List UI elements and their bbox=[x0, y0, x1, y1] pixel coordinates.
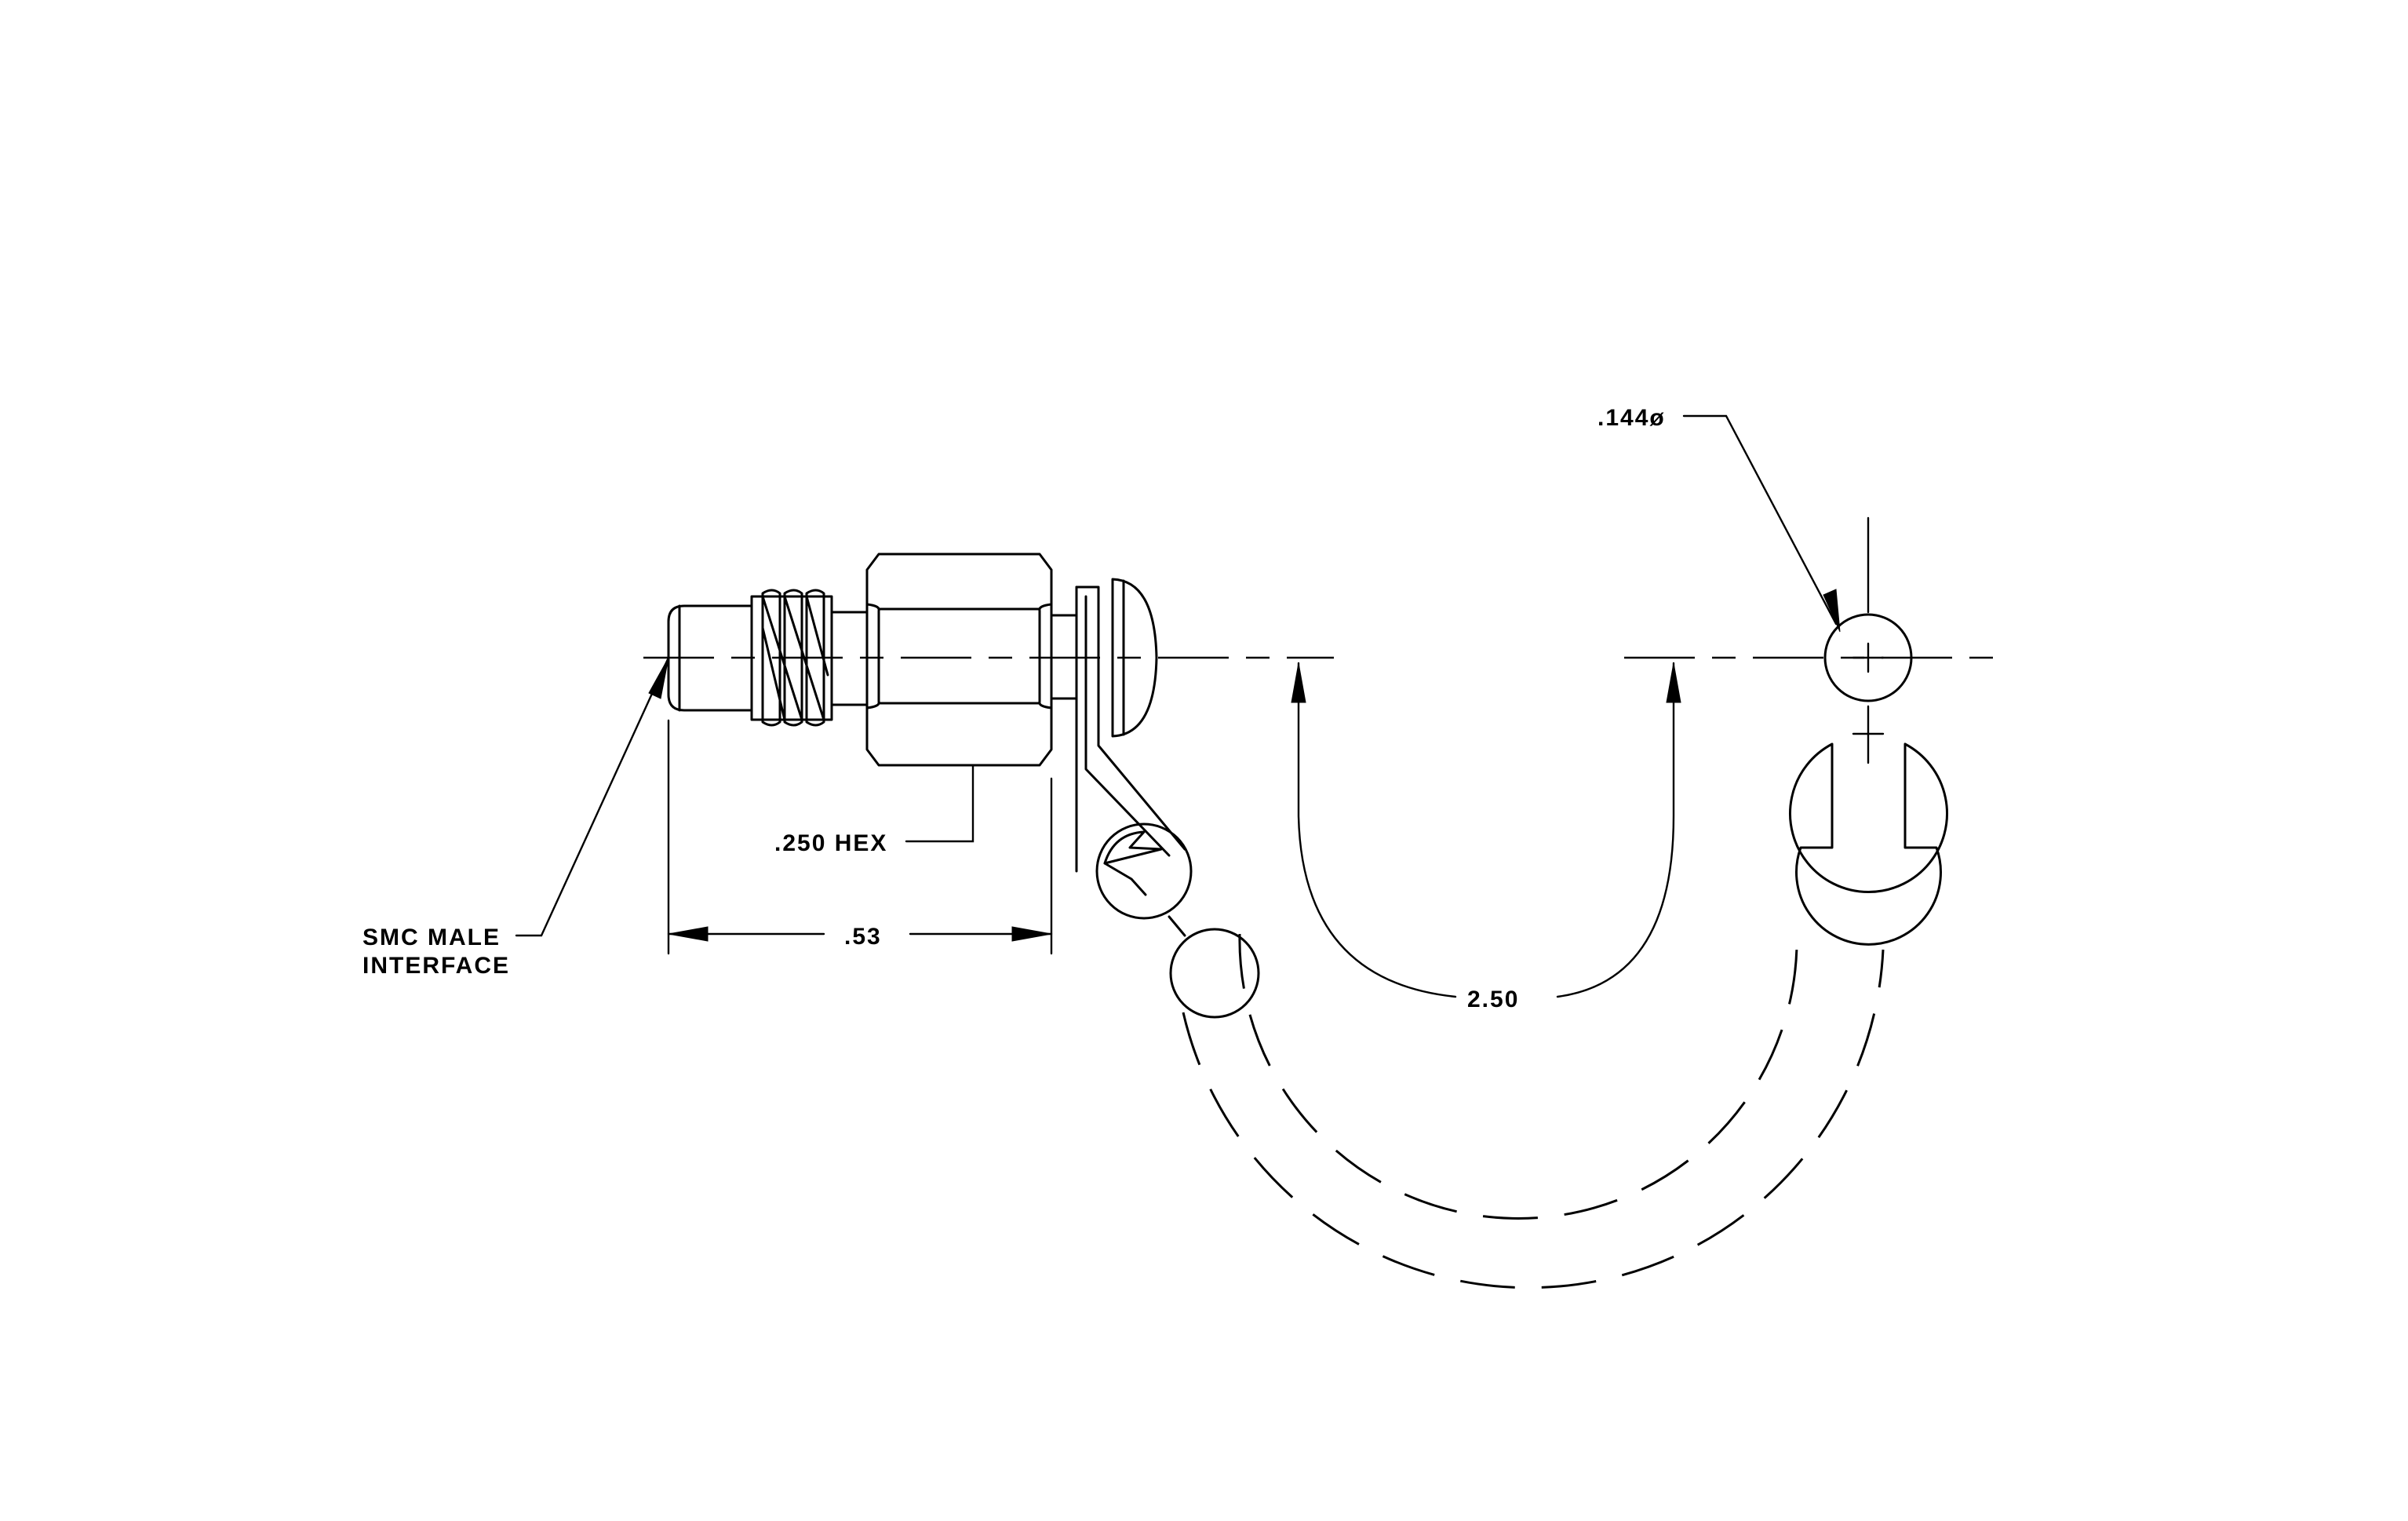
chain-path bbox=[1182, 933, 1885, 1289]
ring-terminal-crosshair bbox=[1852, 516, 1885, 764]
dimension-length bbox=[667, 719, 1053, 955]
label-interface-line2: INTERFACE bbox=[362, 953, 510, 979]
label-hex: .250 HEX bbox=[774, 830, 887, 856]
label-chain-length: 2.50 bbox=[1467, 987, 1519, 1012]
leader-interface bbox=[515, 656, 670, 937]
cap-strap bbox=[1075, 585, 1193, 937]
label-interface-line1: SMC MALE bbox=[362, 925, 501, 950]
smc-interface-tip bbox=[667, 604, 753, 712]
chain-bead-left bbox=[1169, 928, 1260, 1019]
leader-hole-diameter bbox=[1682, 414, 1841, 633]
ring-terminal bbox=[1789, 613, 1948, 946]
hex-nut bbox=[865, 553, 1053, 767]
label-length: .53 bbox=[844, 924, 882, 950]
leader-hex bbox=[905, 764, 974, 843]
label-hole-diameter: .144ø bbox=[1597, 405, 1666, 431]
dimension-chain bbox=[1291, 662, 1681, 998]
dust-cap bbox=[1111, 578, 1158, 738]
